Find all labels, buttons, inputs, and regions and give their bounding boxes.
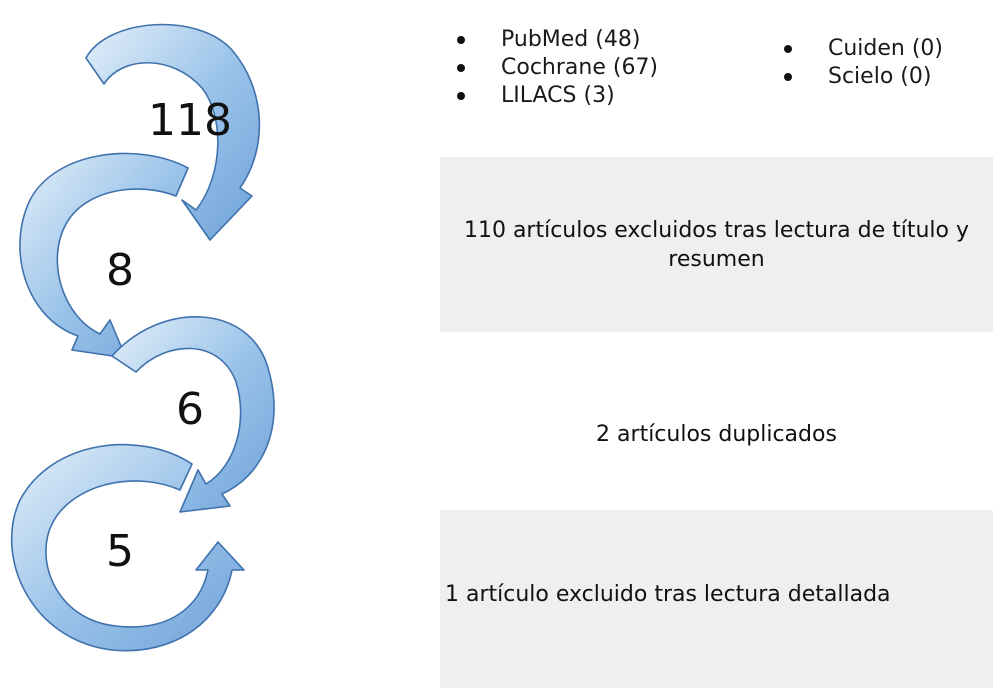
count-118: 118 (148, 95, 232, 146)
title-abstract-exclusion-box: 110 artículos excluidos tras lectura de … (440, 157, 993, 332)
title-abstract-exclusion-text: 110 artículos excluidos tras lectura de … (463, 217, 970, 272)
arrow-2 (19, 152, 189, 359)
duplicates-box: 2 artículos duplicados (440, 404, 993, 464)
source-scielo: Scielo (0) (780, 63, 943, 91)
arrow-4 (11, 443, 245, 652)
source-cochrane: Cochrane (67) (453, 54, 658, 82)
detailed-reading-exclusion-text: 1 artículo excluido tras lectura detalla… (445, 582, 891, 607)
count-6: 6 (176, 384, 204, 435)
source-lilacs: LILACS (3) (453, 82, 658, 110)
circular-arrows-diagram: 118 8 6 5 (11, 23, 275, 652)
source-cuiden: Cuiden (0) (780, 35, 943, 63)
count-5: 5 (106, 526, 134, 577)
arrow-3 (111, 316, 275, 513)
detailed-reading-exclusion-box: 1 artículo excluido tras lectura detalla… (440, 510, 993, 688)
source-pubmed: PubMed (48) (453, 26, 658, 54)
arrow-1 (85, 23, 261, 241)
count-8: 8 (106, 245, 134, 296)
sources-list-primary: PubMed (48) Cochrane (67) LILACS (3) (453, 26, 658, 110)
sources-list-secondary: Cuiden (0) Scielo (0) (780, 35, 943, 91)
duplicates-text: 2 artículos duplicados (596, 421, 837, 447)
